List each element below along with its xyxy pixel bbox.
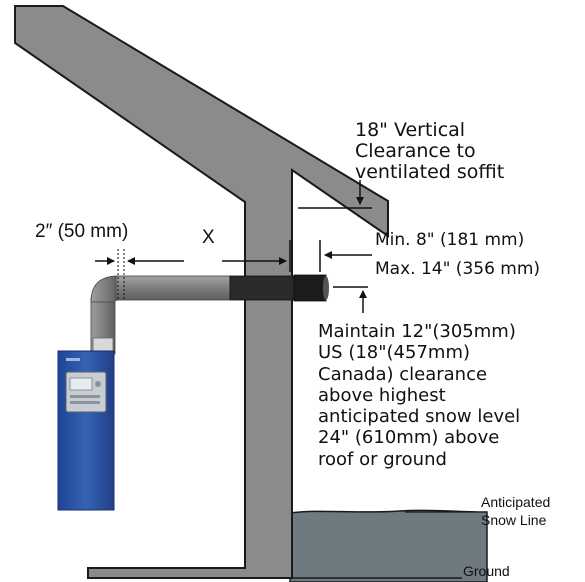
- pipe-size-label: 2″ (50 mm): [35, 221, 128, 242]
- x-dimension-label: X: [202, 227, 215, 248]
- min-max-label: Min. 8" (181 mm) Max. 14" (356 mm): [375, 230, 540, 279]
- snow-line-label: Anticipated Snow Line: [481, 494, 554, 528]
- pipe-size-marker: [95, 249, 125, 300]
- building-wall-and-roof: [14, 5, 389, 579]
- soffit-label: 18" Vertical Clearance to ventilated sof…: [355, 119, 504, 183]
- vent-pipe-icon: [90, 274, 329, 355]
- snow-mound: [289, 509, 488, 582]
- water-heater-icon: [57, 350, 115, 511]
- maintain-clearance-label: Maintain 12"(305mm) US (18"(457mm) Canad…: [318, 321, 526, 470]
- ground-label: Ground: [463, 563, 510, 579]
